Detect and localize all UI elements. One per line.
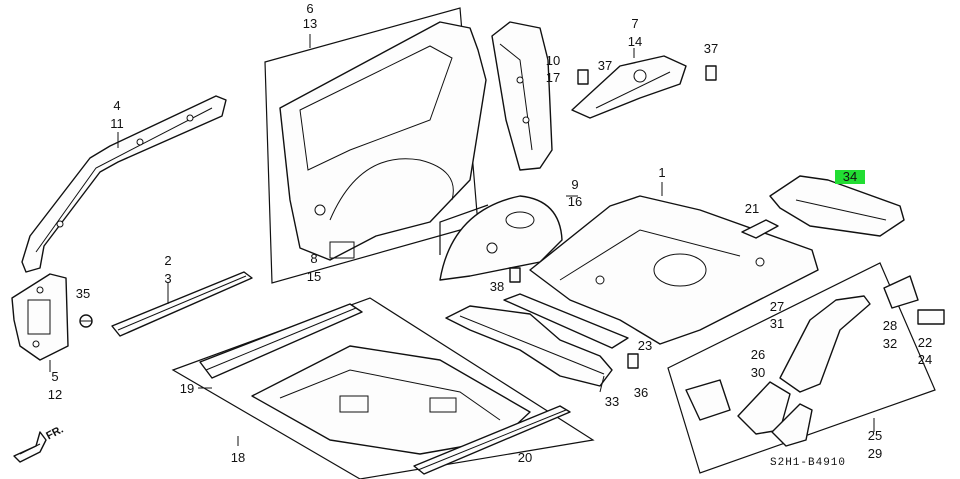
bracket-21-part — [741, 219, 779, 239]
quarter-panel-part — [279, 21, 487, 261]
rear-pillar-inner-part — [491, 21, 553, 171]
callout-16: 16 — [567, 194, 583, 209]
callout-12: 12 — [47, 387, 63, 402]
callout-19: 19 — [179, 381, 195, 396]
callout-36: 36 — [633, 385, 649, 400]
callout-23: 23 — [637, 338, 653, 353]
callout-30: 30 — [750, 365, 766, 380]
rear-crossmember-34-part — [769, 175, 905, 237]
callout-26: 26 — [750, 347, 766, 362]
part-23-component — [503, 293, 629, 349]
callout-5: 5 — [51, 369, 59, 384]
callout-28: 28 — [882, 318, 898, 333]
callout-9: 9 — [571, 177, 579, 192]
clip-38-part — [509, 267, 521, 283]
clip-35-part — [79, 314, 93, 328]
callout-33: 33 — [604, 394, 620, 409]
callout-25: 25 — [867, 428, 883, 443]
bracket-22-24-part — [917, 309, 945, 325]
wheel-house-part — [439, 195, 563, 281]
callout-2: 2 — [164, 253, 172, 268]
callout-15: 15 — [306, 269, 322, 284]
callout-3: 3 — [164, 271, 172, 286]
callout-37-left: 37 — [597, 58, 613, 73]
callout-27: 27 — [769, 299, 785, 314]
callout-34-highlighted: 34 — [835, 170, 865, 184]
callout-32: 32 — [882, 336, 898, 351]
callout-1: 1 — [658, 165, 666, 180]
grommet-36-part — [627, 353, 639, 369]
callout-21: 21 — [744, 201, 760, 216]
diagram-code: S2H1-B4910 — [770, 457, 847, 469]
callout-29: 29 — [867, 446, 883, 461]
side-sill-20-part — [413, 405, 571, 475]
frame-group-frame — [667, 262, 936, 474]
callout-31: 31 — [769, 316, 785, 331]
rear-side-rail-33-part — [445, 305, 613, 387]
callout-17: 17 — [545, 70, 561, 85]
callout-37-right: 37 — [703, 41, 719, 56]
bracket-28-32-part — [883, 275, 919, 309]
callout-11: 11 — [110, 116, 124, 131]
lower-pillar-bracket-part — [11, 273, 69, 361]
callout-13: 13 — [302, 16, 318, 31]
side-sill-rail-part — [111, 271, 253, 337]
center-group-frame — [439, 204, 489, 255]
callout-24: 24 — [917, 352, 933, 367]
callout-18: 18 — [230, 450, 246, 465]
front-floor-crossmember-part — [199, 303, 363, 379]
callout-35: 35 — [75, 286, 91, 301]
callout-8: 8 — [310, 251, 318, 266]
front-direction-arrow-icon — [13, 431, 47, 463]
callout-7: 7 — [631, 16, 639, 31]
callout-20: 20 — [517, 450, 533, 465]
bracket-26-part — [685, 379, 731, 421]
rear-frame-27-31-part — [779, 295, 871, 393]
bracket-30-part — [737, 381, 791, 435]
callout-38: 38 — [489, 279, 505, 294]
callout-leader-lines — [49, 34, 875, 446]
front-pillar-part — [21, 95, 227, 273]
callout-22: 22 — [917, 335, 933, 350]
bolt-37-right-part — [705, 65, 717, 81]
callout-6: 6 — [306, 1, 314, 16]
callout-10: 10 — [545, 53, 561, 68]
frame-end-25-29-part — [771, 403, 813, 447]
callout-4: 4 — [113, 98, 121, 113]
rear-bracket-part — [571, 55, 687, 119]
bolt-37-left-part — [577, 69, 589, 85]
callout-14: 14 — [627, 34, 643, 49]
